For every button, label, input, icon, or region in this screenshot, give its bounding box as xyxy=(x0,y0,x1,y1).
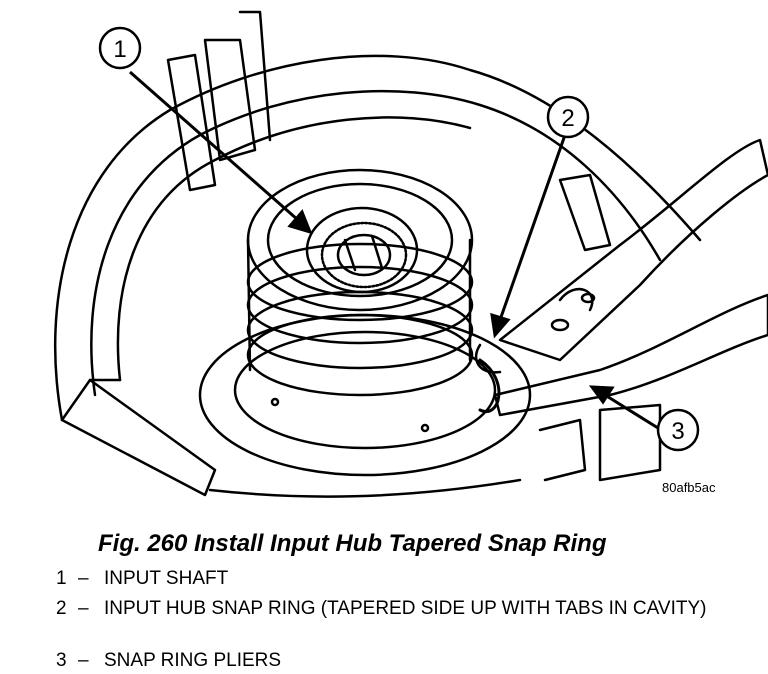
callout-2-number: 2 xyxy=(561,105,574,132)
pliers-upper-handle xyxy=(498,138,768,362)
transmission-illustration: 1 2 3 xyxy=(53,10,768,498)
callout-3-circle xyxy=(656,408,700,452)
legend-dash: – xyxy=(78,598,89,619)
callout-3-leader xyxy=(604,393,659,430)
case-outer-arc xyxy=(53,54,702,422)
legend-text: INPUT SHAFT xyxy=(104,568,229,589)
case-tab-upper xyxy=(203,38,257,162)
case-bottom-arc xyxy=(208,478,522,498)
legend-text: SNAP RING PLIERS xyxy=(104,650,282,671)
input-shaft-spline xyxy=(320,221,408,289)
case-inner-arc-2 xyxy=(116,116,472,382)
legend-number: 1 xyxy=(56,568,67,589)
input-shaft-bore xyxy=(336,233,392,277)
callout-3-arrowhead xyxy=(588,385,615,405)
pliers-lower-handle xyxy=(493,293,768,417)
callout-1-circle xyxy=(98,26,142,70)
hub-base-inner xyxy=(233,330,497,450)
callout-2-arrowhead xyxy=(490,312,511,339)
legend-dash: – xyxy=(78,650,89,671)
case-inner-arc xyxy=(90,89,662,397)
legend-number: 3 xyxy=(56,650,67,671)
snap-ring xyxy=(478,358,501,414)
figure-caption: Fig. 260 Install Input Hub Tapered Snap … xyxy=(98,530,607,557)
input-shaft-outer xyxy=(305,206,419,294)
hub-top-face xyxy=(246,168,474,312)
legend-dash: – xyxy=(78,568,89,589)
legend-text: INPUT HUB SNAP RING (TAPERED SIDE UP WIT… xyxy=(104,598,707,619)
callout-2-circle xyxy=(546,95,590,139)
case-flange-left xyxy=(60,378,217,497)
callout-1-leader xyxy=(129,70,299,222)
callout-1-arrowhead xyxy=(287,209,313,235)
callout-3-number: 3 xyxy=(671,418,684,445)
legend-number: 2 xyxy=(56,598,67,619)
callout-2-leader xyxy=(498,134,567,321)
image-identifier: 80afb5ac xyxy=(662,480,716,495)
callout-1-number: 1 xyxy=(113,36,126,63)
